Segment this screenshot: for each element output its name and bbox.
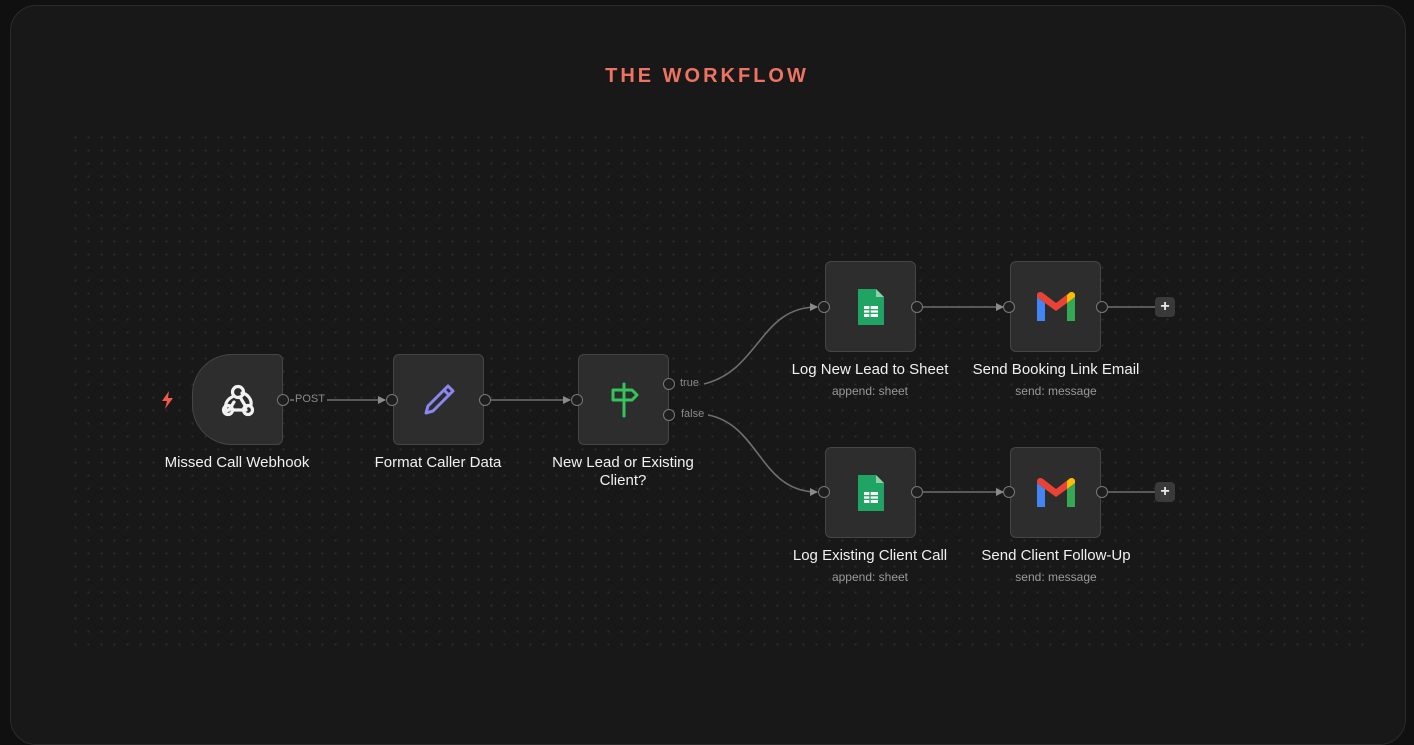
email-booking-output-handle[interactable]: [1096, 301, 1108, 313]
gmail-icon: [1036, 291, 1075, 321]
node-label-webhook: Missed Call Webhook: [164, 454, 310, 471]
node-sublabel-sheet-existing: append: sheet: [831, 570, 909, 584]
if-true-handle[interactable]: [663, 378, 675, 390]
node-label-if: New Lead or Existing Client?: [552, 454, 694, 489]
format-input-handle[interactable]: [386, 394, 398, 406]
edge-if-true: [703, 303, 818, 385]
edge-if-false: [707, 414, 818, 496]
trigger-bolt-icon: [162, 391, 173, 409]
email-booking-input-handle[interactable]: [1003, 301, 1015, 313]
workflow-title: THE WORKFLOW: [605, 65, 809, 87]
sheet-existing-output-handle[interactable]: [911, 486, 923, 498]
edge-label-true: true: [680, 377, 699, 389]
google-sheets-icon: [857, 288, 884, 325]
node-label-format: Format Caller Data: [374, 454, 502, 471]
gmail-icon: [1036, 477, 1075, 507]
edge-label-post: POST: [295, 393, 325, 405]
sheet-new-input-handle[interactable]: [818, 301, 830, 313]
dot-grid-background: [69, 131, 1369, 651]
node-new-lead-or-existing[interactable]: [578, 354, 669, 445]
node-send-booking-link[interactable]: [1010, 261, 1101, 352]
signpost-icon: [611, 382, 638, 417]
edge-label-false: false: [681, 408, 705, 420]
node-sublabel-sheet-new: append: sheet: [831, 384, 909, 398]
sheet-existing-input-handle[interactable]: [818, 486, 830, 498]
node-missed-call-webhook[interactable]: [192, 354, 283, 445]
webhook-icon: [221, 384, 254, 416]
connections: [290, 303, 1156, 496]
node-label-email-booking: Send Booking Link Email: [972, 361, 1140, 378]
node-format-caller-data[interactable]: [393, 354, 484, 445]
google-sheets-icon: [857, 474, 884, 511]
pen-icon: [424, 384, 454, 414]
workflow-canvas: [10, 5, 1406, 745]
email-followup-input-handle[interactable]: [1003, 486, 1015, 498]
sheet-new-output-handle[interactable]: [911, 301, 923, 313]
node-label-sheet-existing: Log Existing Client Call: [792, 547, 948, 564]
webhook-output-handle[interactable]: [277, 394, 289, 406]
node-label-sheet-new: Log New Lead to Sheet: [791, 361, 949, 378]
node-log-existing-client[interactable]: [825, 447, 916, 538]
if-input-handle[interactable]: [571, 394, 583, 406]
add-node-button-top[interactable]: +: [1155, 297, 1175, 317]
if-false-handle[interactable]: [663, 409, 675, 421]
email-followup-output-handle[interactable]: [1096, 486, 1108, 498]
format-output-handle[interactable]: [479, 394, 491, 406]
node-label-email-followup: Send Client Follow-Up: [981, 547, 1131, 564]
add-node-button-bottom[interactable]: +: [1155, 482, 1175, 502]
node-sublabel-email-booking: send: message: [1015, 384, 1097, 398]
node-log-new-lead[interactable]: [825, 261, 916, 352]
node-sublabel-email-followup: send: message: [1015, 570, 1097, 584]
node-send-client-follow-up[interactable]: [1010, 447, 1101, 538]
